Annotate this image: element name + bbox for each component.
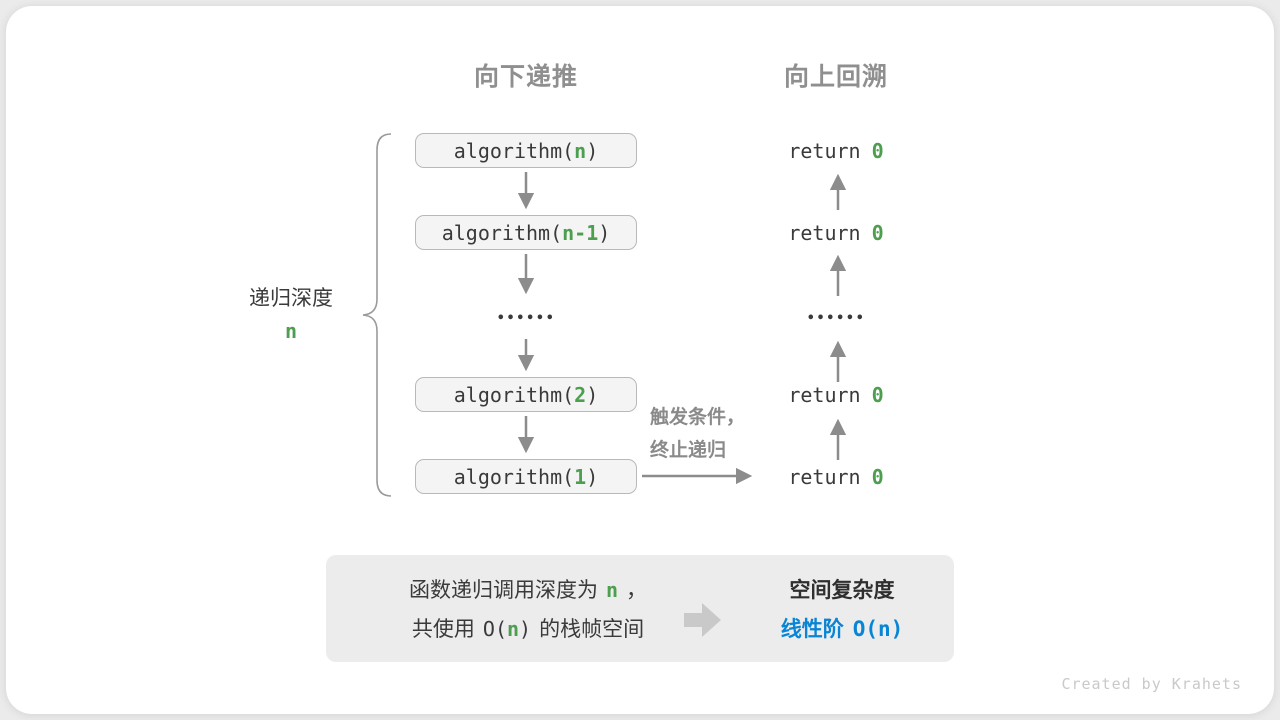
ellipsis-right: •••••• [806,311,866,326]
code-text: algorithm( [441,220,563,245]
return-statement: return 0 [746,138,926,163]
return-value: 0 [871,464,884,489]
code-arg: n [507,617,520,641]
code-arg: 1 [574,464,587,489]
recursion-depth-value: n [284,319,298,343]
summary-panel: 函数递归调用深度为 n ， 共使用 O(n) 的栈帧空间 空间复杂度 线性阶 O… [326,555,954,662]
code-text: algorithm( [453,382,575,407]
code-arg: n-1 [562,220,599,245]
header-downward-recursion: 向下递推 [473,63,578,91]
return-keyword: return [788,464,861,489]
trigger-note-line1: 触发条件， [650,407,746,428]
return-statement: return 0 [746,464,926,489]
code-arg: n [574,138,587,163]
summary-var: n [605,578,619,602]
header-upward-backtracking: 向上回溯 [783,63,888,91]
return-value: 0 [871,220,884,245]
code-arg: 2 [574,382,587,407]
call-box-algorithm-n: algorithm(n) [415,133,637,168]
credit-text: Created by Krahets [1061,675,1242,693]
return-statement: return 0 [746,382,926,407]
space-complexity-title: 空间复杂度 [789,579,895,602]
call-box-algorithm-n-1: algorithm(n-1) [415,215,637,250]
return-statement: return 0 [746,220,926,245]
summary-complexity-code: O(n) [483,617,531,641]
summary-result: 空间复杂度 线性阶 O(n) [730,555,954,662]
return-keyword: return [788,382,861,407]
complexity-notation: O(n) [852,617,904,641]
summary-text: 的栈帧空间 [539,618,645,641]
implies-arrow-icon [684,603,721,637]
recursion-depth-label: 递归深度 [249,287,333,310]
trigger-note-line2: 终止递归 [650,440,727,461]
complexity-order-label: 线性阶 [780,618,844,641]
return-keyword: return [788,138,861,163]
return-value: 0 [871,382,884,407]
code-text: algorithm( [453,138,575,163]
code-text: ) [586,382,599,407]
trigger-note: 触发条件， 终止递归 [650,401,780,467]
space-complexity-result: 线性阶 O(n) [781,613,904,643]
return-value: 0 [871,138,884,163]
code-text: ) [586,464,599,489]
code-text: algorithm( [453,464,575,489]
return-keyword: return [788,220,861,245]
summary-text: 共使用 [411,618,475,641]
code-text: ) [586,138,599,163]
ellipsis-left: •••••• [496,311,556,326]
call-box-algorithm-1: algorithm(1) [415,459,637,494]
summary-text: 函数递归调用深度为 [408,579,598,602]
summary-description: 函数递归调用深度为 n ， 共使用 O(n) 的栈帧空间 [326,555,730,662]
code-text: ) [519,617,532,641]
call-box-algorithm-2: algorithm(2) [415,377,637,412]
code-text: O( [482,617,507,641]
summary-text: ， [626,579,648,602]
code-text: ) [598,220,611,245]
